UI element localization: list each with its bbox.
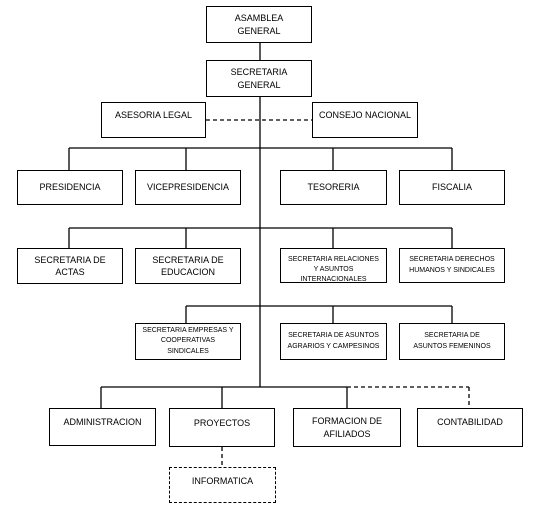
proyectos-label: PROYECTOS	[193, 418, 251, 428]
secretaria-actas-label: SECRETARIA DE ACTAS	[34, 254, 106, 277]
secretaria-relaciones-label: SECRETARIA RELACIONES Y ASUNTOS INTERNAC…	[288, 256, 379, 283]
tesoreria-box: TESORERIA	[280, 170, 387, 205]
secretaria-derechos-box: SECRETARIA DERECHOS HUMANOS Y SINDICALES	[399, 248, 505, 283]
secretaria-femeninos-box: SECRETARIA DE ASUNTOS FEMENINOS	[399, 323, 505, 360]
asamblea-general-box: ASAMBLEA GENERAL	[206, 6, 312, 43]
contabilidad-label: CONTABILIDAD	[437, 417, 503, 427]
secretaria-derechos-label: SECRETARIA DERECHOS HUMANOS Y SINDICALES	[409, 256, 495, 274]
secretaria-relaciones-box: SECRETARIA RELACIONES Y ASUNTOS INTERNAC…	[280, 248, 387, 283]
formacion-afiliados-label: FORMACION DE AFILIADOS	[311, 416, 382, 439]
secretaria-empresas-box: SECRETARIA EMPRESAS Y COOPERATIVAS SINDI…	[135, 323, 241, 360]
fiscalia-label: FISCALIA	[431, 182, 472, 193]
secretaria-educacion-label: SECRETARIA DE EDUCACION	[152, 254, 224, 277]
secretaria-agrarios-label: SECRETARIA DE ASUNTOS AGRARIOS Y CAMPESI…	[287, 332, 380, 350]
administracion-box: ADMINISTRACION	[49, 408, 156, 446]
presidencia-box: PRESIDENCIA	[17, 170, 123, 205]
informatica-box: INFORMATICA	[169, 467, 276, 503]
asesoria-legal-label: ASESORIA LEGAL	[114, 110, 193, 120]
administracion-label: ADMINISTRACION	[63, 417, 142, 427]
consejo-nacional-label: CONSEJO NACIONAL	[318, 110, 412, 120]
asesoria-legal-box: ASESORIA LEGAL	[101, 102, 206, 138]
secretaria-general-box: SECRETARIA GENERAL	[206, 60, 312, 97]
contabilidad-box: CONTABILIDAD	[417, 408, 523, 447]
vicepresidencia-box: VICEPRESIDENCIA	[135, 170, 241, 205]
formacion-afiliados-box: FORMACION DE AFILIADOS	[293, 408, 401, 447]
consejo-nacional-box: CONSEJO NACIONAL	[312, 102, 418, 138]
secretaria-agrarios-box: SECRETARIA DE ASUNTOS AGRARIOS Y CAMPESI…	[280, 323, 387, 360]
tesoreria-label: TESORERIA	[307, 182, 360, 193]
vicepresidencia-label: VICEPRESIDENCIA	[146, 182, 230, 193]
secretaria-general-label: SECRETARIA GENERAL	[230, 67, 288, 90]
presidencia-label: PRESIDENCIA	[39, 182, 101, 193]
informatica-label: INFORMATICA	[191, 476, 254, 486]
secretaria-femeninos-label: SECRETARIA DE ASUNTOS FEMENINOS	[413, 332, 491, 350]
secretaria-educacion-box: SECRETARIA DE EDUCACION	[135, 248, 241, 284]
asamblea-general-label: ASAMBLEA GENERAL	[234, 13, 284, 36]
secretaria-actas-box: SECRETARIA DE ACTAS	[17, 248, 123, 284]
fiscalia-box: FISCALIA	[399, 170, 505, 205]
proyectos-box: PROYECTOS	[169, 408, 275, 447]
secretaria-empresas-label: SECRETARIA EMPRESAS Y COOPERATIVAS SINDI…	[142, 327, 234, 355]
